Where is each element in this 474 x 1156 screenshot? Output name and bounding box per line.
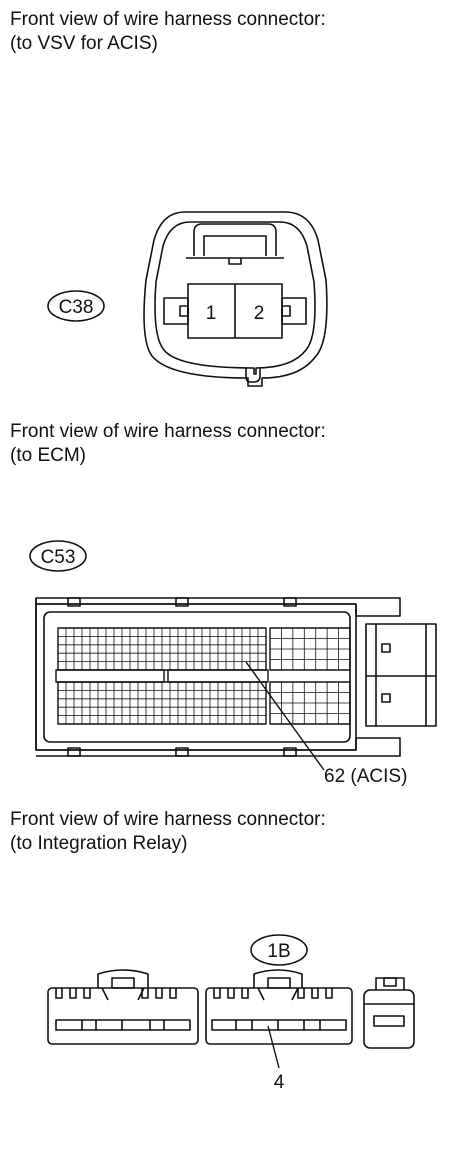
- c53-connector: [35, 597, 437, 771]
- caption-line: (to Integration Relay): [10, 833, 188, 854]
- connector-id-label: C38: [59, 297, 94, 318]
- caption-integration-relay: Front view of wire harness connector: (t…: [10, 808, 326, 856]
- caption-line: Front view of wire harness connector:: [10, 809, 326, 830]
- pin-label: 1: [206, 303, 217, 324]
- relay-connector-left: [47, 969, 199, 1045]
- callout-line: [267, 1025, 280, 1069]
- pin-grid: [58, 628, 350, 724]
- caption-line: (to ECM): [10, 445, 86, 466]
- caption-ecm: Front view of wire harness connector: (t…: [10, 420, 326, 468]
- relay-connector-center: [205, 969, 353, 1069]
- c38-connector: [143, 211, 328, 387]
- connector-id-badge: [29, 540, 87, 572]
- callout-line: [245, 661, 325, 771]
- caption-line: Front view of wire harness connector:: [10, 9, 326, 30]
- caption-vsv: Front view of wire harness connector: (t…: [10, 8, 326, 56]
- connector-id-badge: [250, 934, 308, 966]
- pin-callout-label: 62 (ACIS): [324, 766, 407, 787]
- caption-line: Front view of wire harness connector:: [10, 421, 326, 442]
- connector-id-badge: [47, 290, 105, 322]
- pin-label: 2: [254, 303, 265, 324]
- relay-connector-right: [363, 977, 415, 1049]
- connector-id-label: C53: [41, 547, 76, 568]
- connector-id-label: 1B: [267, 941, 290, 962]
- caption-line: (to VSV for ACIS): [10, 33, 158, 54]
- pin-callout-label: 4: [274, 1072, 285, 1093]
